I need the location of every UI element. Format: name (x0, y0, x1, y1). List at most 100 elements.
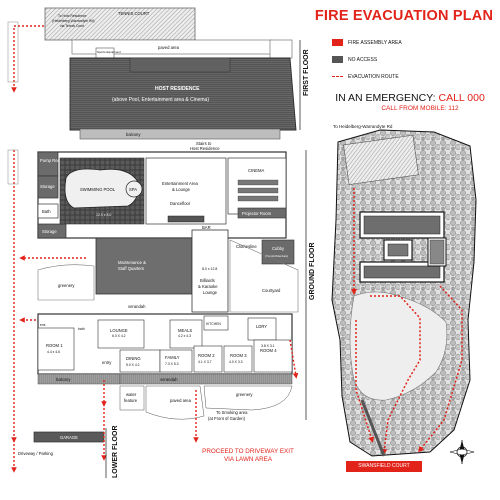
storage-room (37, 175, 59, 199)
site-tennis-court (343, 134, 419, 185)
room3-dim: 4.0 X 3.3 (229, 360, 243, 364)
billiards-label-1: Billiards (200, 278, 215, 283)
cinema (227, 157, 287, 215)
cubby (261, 239, 295, 265)
driveway-label: Driveway / Parking (18, 451, 54, 456)
paved-ground-label: paved area (170, 398, 192, 403)
projector-room (237, 207, 287, 219)
smoking-label: To Smoking area (216, 410, 248, 415)
compass-icon (449, 440, 475, 464)
proceed-line-2: VIA LAWN AREA (223, 456, 273, 463)
kitchen (203, 315, 229, 331)
water-feature (119, 385, 145, 411)
meals-label: MEALS (178, 328, 192, 333)
water-label-1: water (126, 392, 137, 397)
tennis-note-2: (Heidelberg-Warrandyte Rd) (52, 19, 94, 23)
courtyard (229, 239, 299, 313)
lounge-dim: 6.0 X 4.2 (112, 334, 126, 338)
pump-room-label: Pump Room (40, 158, 64, 163)
billiards-label-3: Lounge (203, 290, 218, 295)
bath2-label: bath (78, 327, 85, 331)
tennis-court (44, 7, 196, 41)
route-swatch (332, 76, 343, 77)
first-floor-plan: TENNIS COURT To Host Residence (Heidelbe… (7, 7, 297, 140)
cubby-sub: (Set Architecture) (265, 254, 288, 258)
billiards-dim: 8.0 x 12.8 (202, 267, 217, 271)
kitchen-label: KITCHEN (206, 322, 221, 326)
greenery-label: greenery (58, 283, 75, 288)
first-balcony-label: balcony (126, 132, 141, 137)
assembly-swatch (332, 39, 343, 46)
billiards-lounge (191, 229, 229, 313)
meals (169, 319, 203, 349)
room-3 (223, 345, 253, 373)
room2-dim: 4.1 X 3.7 (198, 360, 212, 364)
first-floor-label: FIRST FLOOR (303, 49, 310, 96)
legend-no-access-label: NO ACCESS (348, 57, 378, 63)
ent-label-1: Entertainment Area (162, 181, 199, 186)
room-1 (37, 327, 75, 371)
ground-floor-label: GROUND FLOOR (309, 242, 316, 300)
maintenance-quarters (95, 237, 193, 295)
no-access-swatch (332, 56, 343, 63)
lounge-label: LOUNGE (110, 328, 128, 333)
verandah-front (119, 373, 293, 385)
emergency-number: CALL 000 (438, 92, 485, 104)
sports-label: Sports Equipment (97, 50, 121, 54)
site-driveway (360, 399, 386, 457)
maint-label-1: Maintenance & (118, 260, 146, 265)
bar-label: BAR (202, 225, 211, 230)
entertainment-area (145, 157, 227, 225)
storage-room-2 (37, 223, 67, 239)
heidelberg-note: To Heidelberg-Warrandyte Rd (333, 124, 393, 129)
ground-balcony (37, 373, 121, 385)
spa (125, 180, 143, 198)
family (159, 349, 193, 373)
room-4 (253, 339, 293, 373)
storage-label: Storage (40, 184, 55, 189)
lower-floor-label: LOWER FLOOR (112, 425, 119, 479)
host-residence-subtitle: (above Pool, Entertainment area & Cinema… (112, 97, 209, 103)
paved-area-first-label: paved area (158, 45, 180, 50)
first-floor-balcony (79, 128, 281, 140)
site-map (331, 129, 477, 457)
greenery-front-label: greenery (236, 392, 253, 397)
dining (119, 349, 161, 373)
family-label: FAMILY (165, 355, 180, 360)
maint-label-2: Staff Quarters (118, 266, 144, 271)
site-house (359, 211, 447, 283)
emergency-text: IN AN EMERGENCY (335, 92, 433, 104)
proceed-note: PROCEED TO DRIVEWAY EXIT VIA LAWN AREA (183, 448, 313, 464)
verandah-front-label: verandah (160, 377, 178, 382)
garage-label: GARAGE (60, 435, 78, 440)
tennis-note-3: via Tennis Court (60, 24, 84, 28)
clothesline-label: Clothesline (236, 244, 257, 249)
tennis-court-label: TENNIS COURT (118, 11, 150, 16)
room-2 (193, 345, 223, 373)
meals-dim: 4.2 x 4.3 (178, 334, 191, 338)
room4-label: ROOM 4 (260, 348, 277, 353)
ldry-label: LDRY (256, 324, 267, 329)
evac-routes-ground (11, 150, 299, 473)
room2-label: ROOM 2 (198, 353, 215, 358)
front-garden-label: (at Front of Garden) (208, 416, 246, 421)
ground-floor-plan: Pump Room Storage Bath Storage SWIMMING … (7, 141, 299, 473)
evac-route-first-floor (11, 25, 44, 93)
evac-routes-site (351, 188, 463, 455)
laundry (247, 317, 277, 341)
page-title: FIRE EVACUATION PLAN (314, 8, 494, 24)
bath-label: Bath (42, 209, 51, 214)
ens-label: ens (40, 323, 46, 327)
stairs-label-2: Host Residence (190, 146, 220, 151)
emergency-sep: : (432, 92, 439, 104)
lounge (97, 319, 145, 349)
billiards-label-2: & Karaoke (198, 284, 218, 289)
courtyard-label: Courtyard (262, 288, 281, 293)
greenery-left (37, 264, 95, 301)
storage-2-label: Storage (42, 229, 57, 234)
paved-area-ground (145, 385, 205, 420)
emergency-mobile: CALL FROM MOBILE: 112 (381, 105, 459, 112)
host-residence-title: HOST RESIDENCE (155, 86, 200, 92)
tennis-note: To Host Residence (58, 14, 87, 18)
